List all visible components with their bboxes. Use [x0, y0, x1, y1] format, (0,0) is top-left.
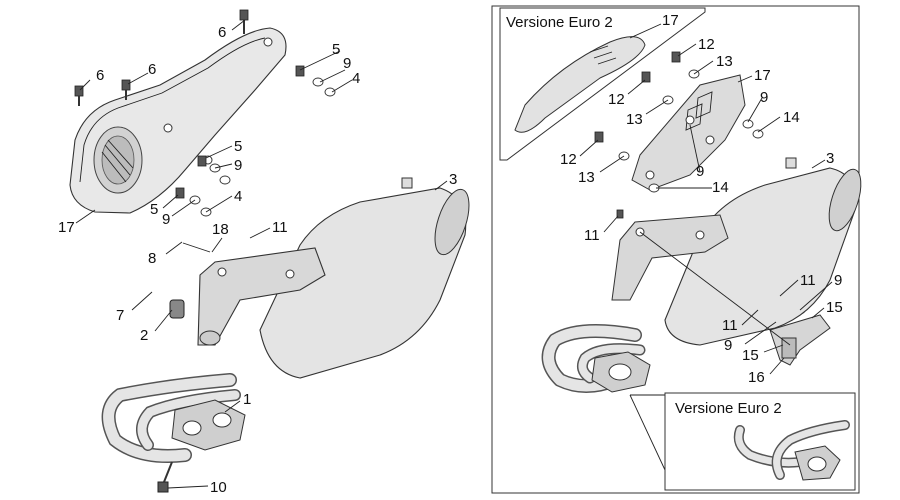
inset-top: Versione Euro 2 17 [499, 7, 706, 161]
callout-5c: 5 [150, 201, 158, 218]
flange-left [171, 399, 246, 451]
callout-11-right-b: 11 [800, 272, 816, 289]
callout-11-left: 11 [272, 219, 288, 236]
callout-9-right-d: 9 [724, 337, 732, 354]
callout-11-right-a: 11 [584, 227, 600, 244]
right-frame [491, 5, 860, 494]
callout-9-right-a: 9 [760, 89, 768, 106]
callout-5b: 5 [234, 138, 242, 155]
callout-17-left: 17 [58, 219, 75, 236]
muffler-left [259, 187, 467, 379]
callout-6b: 6 [96, 67, 104, 84]
callout-14b: 14 [712, 179, 729, 196]
inset-bottom: Versione Euro 2 [629, 392, 856, 491]
callout-17-inset: 17 [662, 12, 679, 29]
callout-9b: 9 [234, 157, 242, 174]
callout-4b: 4 [234, 188, 242, 205]
callout-12b: 12 [608, 91, 625, 108]
callout-3-left: 3 [449, 171, 457, 188]
inset-bottom-title: Versione Euro 2 [675, 400, 782, 417]
callout-17-right: 17 [754, 67, 771, 84]
heat-shield-euro2-small [514, 36, 646, 133]
callout-15b: 15 [742, 347, 759, 364]
bolt-group-left [74, 9, 305, 199]
left-assembly: 6 6 6 5 9 4 5 9 5 9 4 17 18 11 8 3 7 2 1… [58, 9, 470, 496]
callout-18: 18 [212, 221, 229, 238]
callout-7: 7 [116, 307, 124, 324]
heat-shield-right [631, 74, 746, 191]
inset-top-title: Versione Euro 2 [506, 14, 613, 31]
callout-9c: 9 [162, 211, 170, 228]
callout-14a: 14 [783, 109, 800, 126]
callout-9-right-b: 9 [696, 163, 704, 180]
callout-13c: 13 [578, 169, 595, 186]
callout-12a: 12 [698, 36, 715, 53]
callout-10: 10 [210, 479, 227, 496]
left-leaders [75, 19, 448, 489]
callout-9a: 9 [343, 55, 351, 72]
callout-4a: 4 [352, 70, 360, 87]
right-leaders [579, 43, 833, 375]
callout-9-right-c: 9 [834, 272, 842, 289]
callout-5a: 5 [332, 41, 340, 58]
right-assembly: 12 13 17 12 13 9 14 12 13 9 14 3 11 11 9… [541, 36, 862, 393]
callout-8: 8 [148, 250, 156, 267]
callout-13a: 13 [716, 53, 733, 70]
callout-6c: 6 [148, 61, 156, 78]
callout-13b: 13 [626, 111, 643, 128]
callout-6a: 6 [218, 24, 226, 41]
callout-3-right: 3 [826, 150, 834, 167]
callout-2: 2 [140, 327, 148, 344]
callout-16: 16 [748, 369, 765, 386]
callout-1: 1 [243, 391, 251, 408]
callout-12c: 12 [560, 151, 577, 168]
muffler-right [664, 167, 857, 346]
callout-11-right-c: 11 [722, 317, 738, 334]
flange-right [591, 351, 651, 393]
callout-15a: 15 [826, 299, 843, 316]
